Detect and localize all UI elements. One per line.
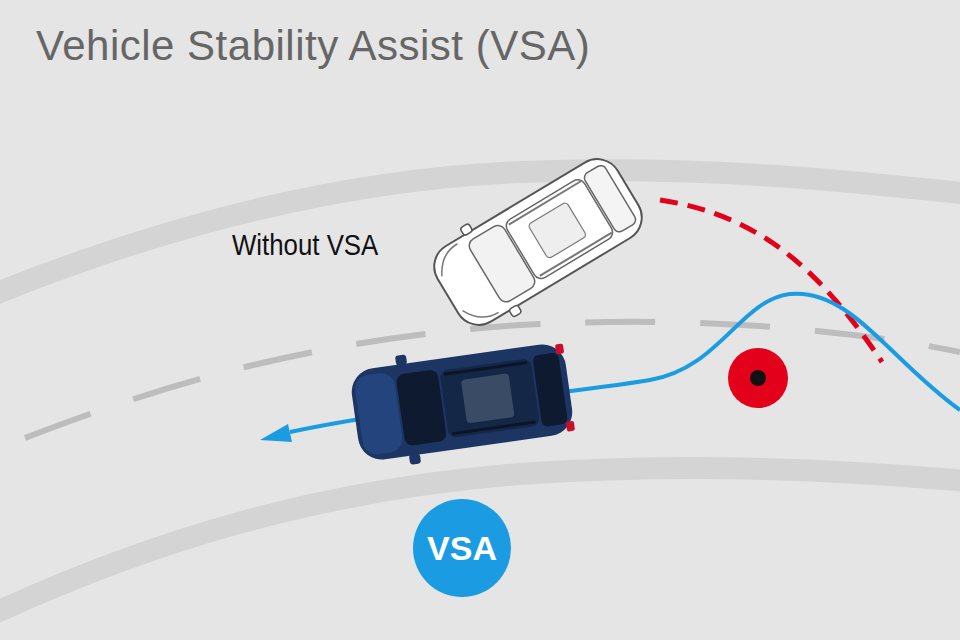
scenario-label: Without VSA xyxy=(232,228,378,262)
system-badge: VSA xyxy=(413,499,511,597)
road-edge xyxy=(0,468,960,620)
badge-text: VSA xyxy=(427,529,497,568)
arrow-head xyxy=(260,424,292,442)
car-with-vsa xyxy=(347,333,576,472)
diagram-title: Vehicle Stability Assist (VSA) xyxy=(36,22,590,70)
obstacle xyxy=(728,348,788,408)
car-without-vsa xyxy=(421,143,655,340)
skid-path xyxy=(660,200,882,362)
lane-marking xyxy=(25,322,960,438)
obstacle-centre xyxy=(750,370,766,386)
